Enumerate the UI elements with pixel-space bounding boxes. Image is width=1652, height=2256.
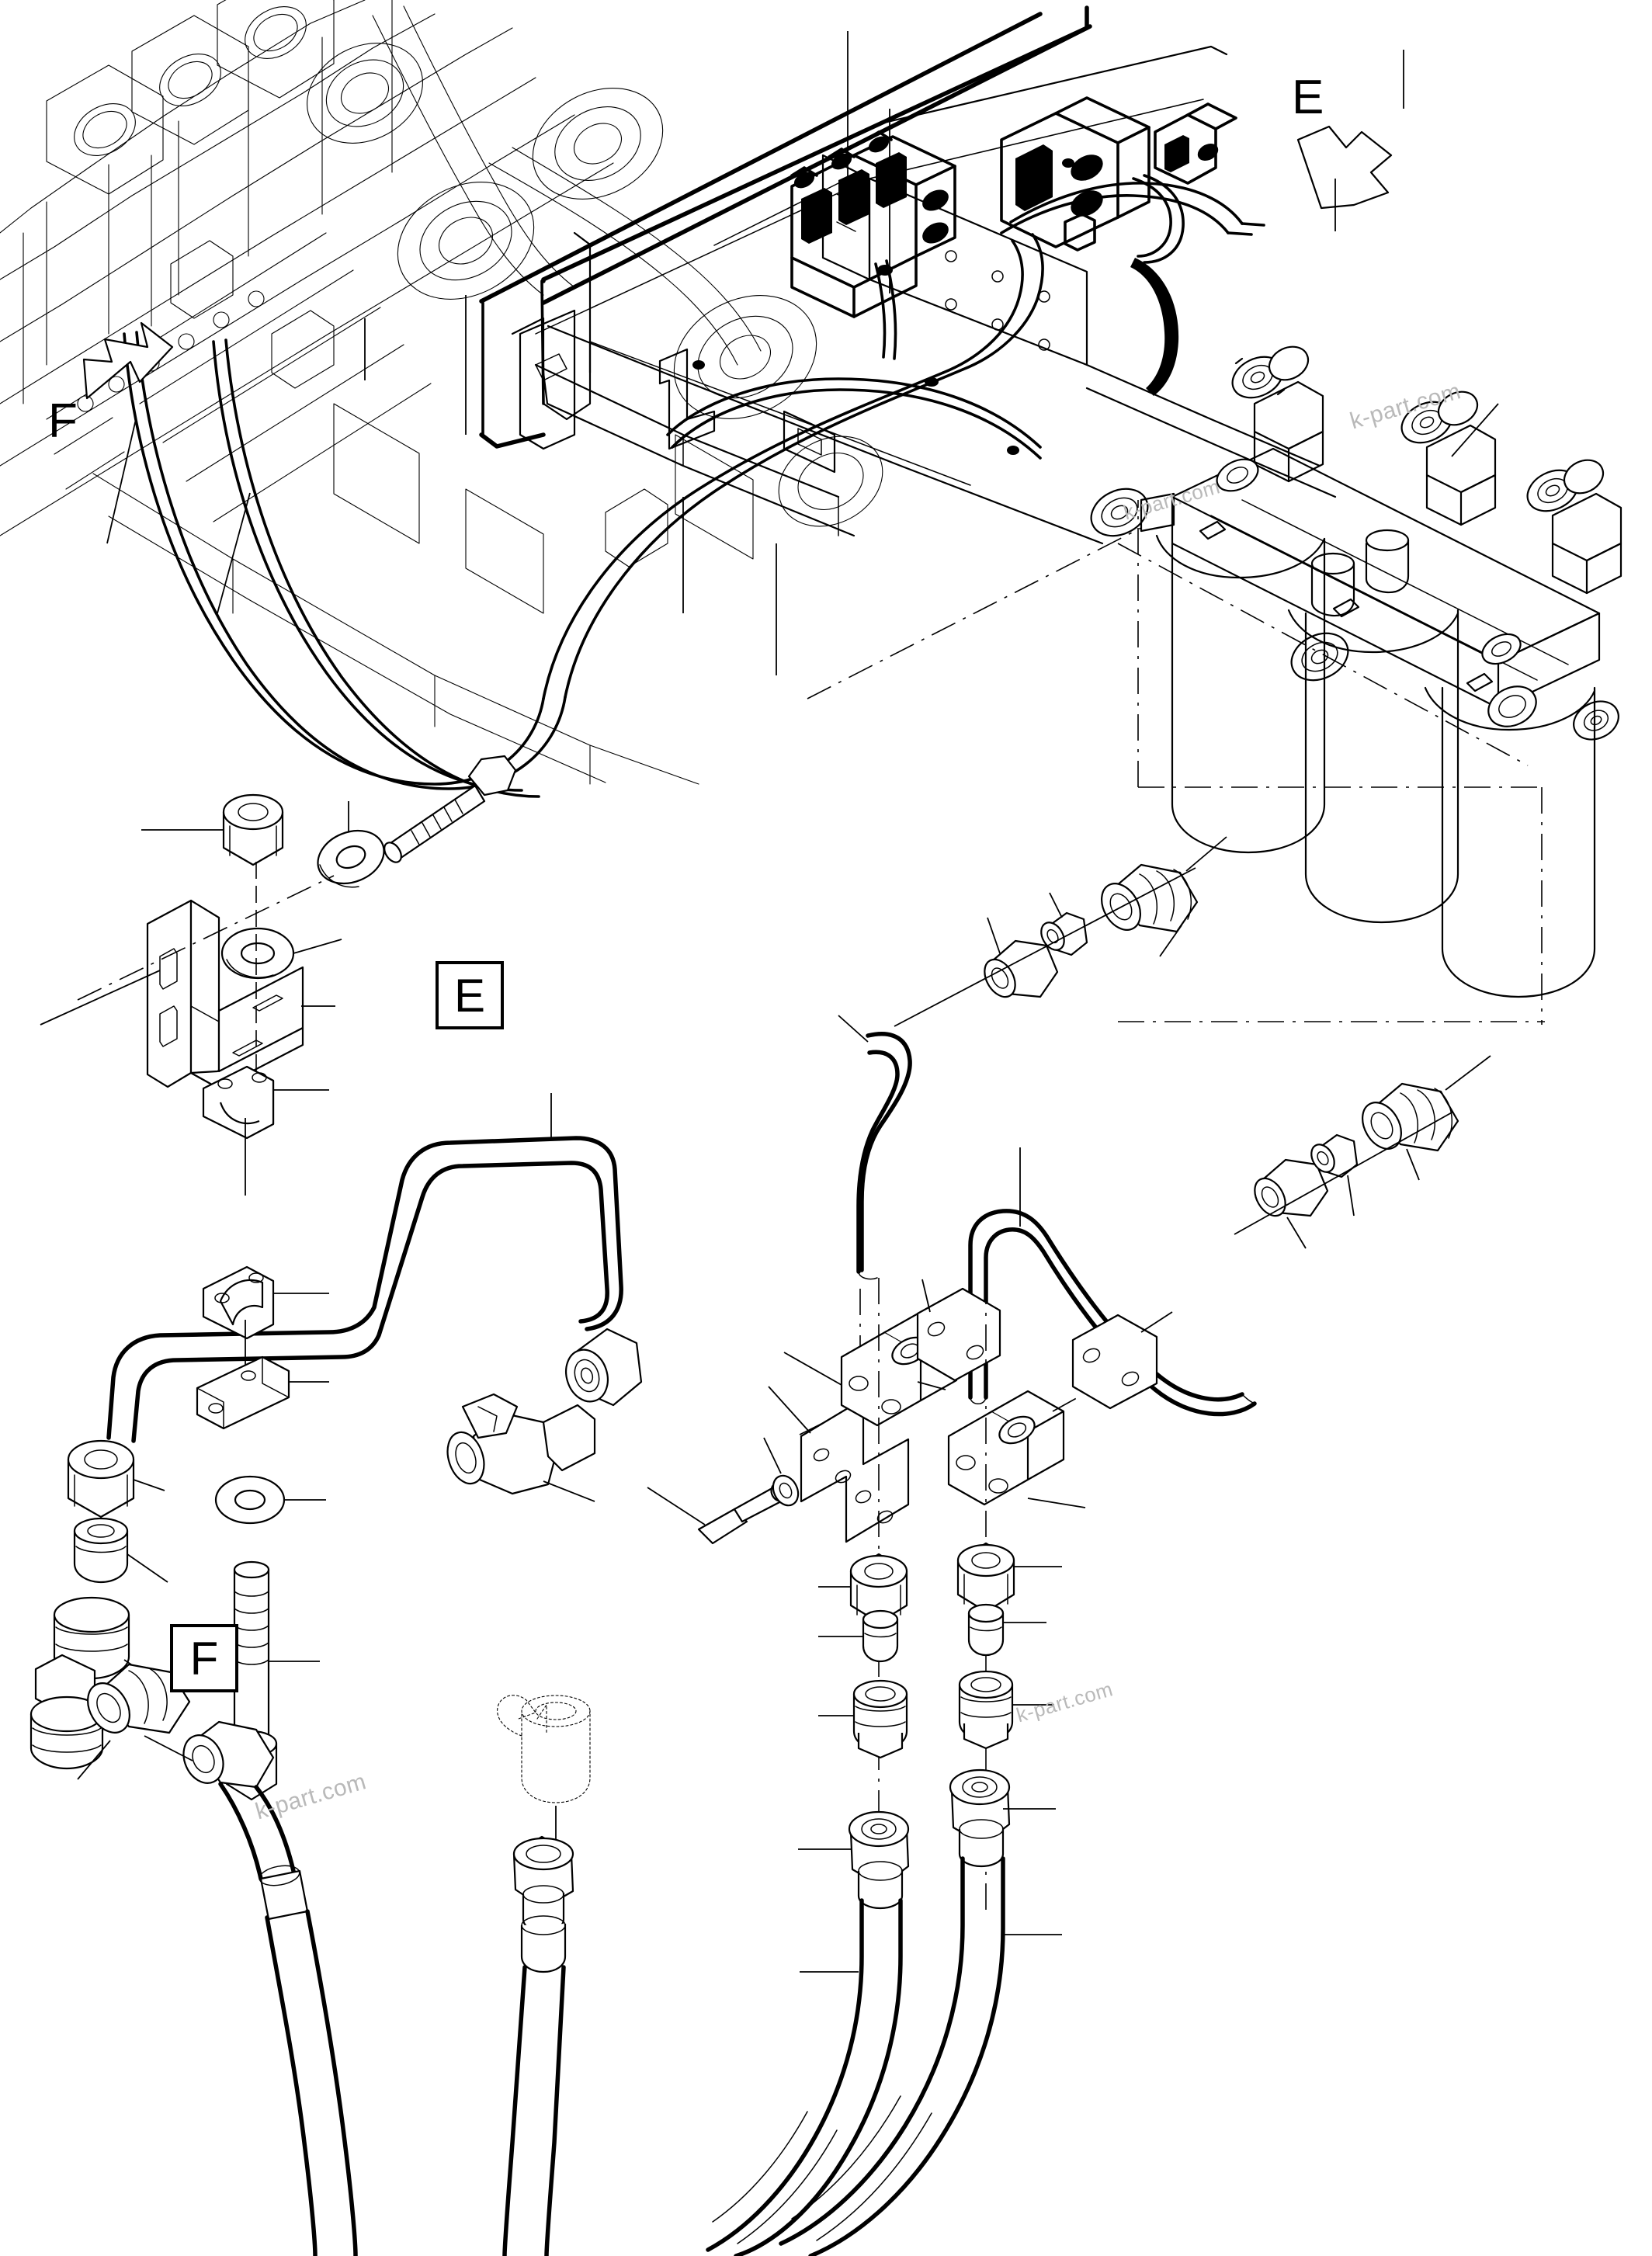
leader-hex-nut-right: [1286, 1217, 1307, 1249]
center-column-view: [647, 836, 1491, 2256]
part-mount-plate-2hole-right: [1071, 1314, 1158, 1410]
leader-elbow-fitting-e: [543, 1480, 595, 1502]
frame-deck-structure: [511, 45, 1337, 545]
part-hex-nut-upper-right: [984, 939, 1059, 998]
axis-right-fittings: [1234, 1111, 1454, 1235]
part-elbow-fitting-e: [446, 1393, 596, 1495]
section-label-f: F: [48, 394, 78, 448]
part-hose-assembly-f-left: [182, 1720, 358, 2256]
leader-mount-plate-2hole-right: [1140, 1311, 1173, 1333]
leader-adapter-f: [77, 1740, 111, 1780]
part-adapter-stack-right: [958, 1670, 1014, 1750]
part-clamp-backing-plate: [196, 1355, 290, 1430]
leader-sleeve-ferrule-e: [127, 1553, 168, 1583]
part-hose-assembly-f-center: [502, 1835, 574, 2256]
leader-hex-nut-upper-right: [987, 917, 1001, 954]
leader-union-nut-e: [133, 1479, 165, 1491]
leader-adapter-upper-right: [1159, 925, 1182, 957]
detail-box-f: F: [170, 1624, 238, 1692]
part-phantom-fitting-f: [497, 1695, 591, 1803]
leader-small-washer-center: [763, 1437, 782, 1474]
part-hose-nut-left: [706, 1810, 910, 2256]
axis-upper-right-fittings: [894, 867, 1196, 1027]
part-tube-clamp-upper: [202, 1065, 275, 1140]
part-mount-plate-4hole: [800, 1397, 910, 1543]
part-adapter-upper-right: [1101, 863, 1199, 933]
part-flat-washer-mid-e: [214, 1475, 286, 1525]
part-straight-adapter-e: [30, 1596, 130, 1770]
section-label-e: E: [1292, 71, 1324, 124]
part-bent-tube-s: [968, 1209, 1257, 1417]
leader-adapter-upper-right-2: [1185, 836, 1227, 872]
leader-socket-bolt-center: [647, 1487, 706, 1525]
leader-adapter-right-2: [1445, 1055, 1491, 1091]
part-adapter-right: [1362, 1082, 1459, 1152]
frame-rails: [479, 5, 1092, 449]
section-arrow-e: [1296, 125, 1393, 210]
leader-mount-plate-2hole-upper: [921, 1279, 931, 1313]
part-hose-nut-right: [779, 1768, 1011, 2256]
centerline-plate-left: [799, 1418, 831, 1435]
leader-clamp-block-left: [783, 1352, 842, 1386]
leader-ferrule-upper-right: [1049, 892, 1063, 918]
part-adapter-f: [87, 1663, 191, 1734]
centerline-plate-right: [1052, 1395, 1081, 1412]
leader-angle-bracket: [40, 970, 161, 1026]
part-tube-clamp-lower: [202, 1265, 275, 1340]
leader-mount-plate-2hole-upper-2: [917, 1381, 946, 1390]
part-hex-nut-stack-left: [849, 1553, 908, 1624]
part-angle-bracket: [146, 899, 304, 1090]
centerline-bracket-axis: [77, 875, 335, 1001]
machine-hydraulic-lines: [123, 158, 1265, 798]
part-ferrule-stack-left: [862, 1609, 899, 1663]
part-ferrule-upper-right: [1040, 911, 1088, 956]
leader-adapter-right: [1406, 1148, 1420, 1181]
triple-filter-assembly: [1090, 345, 1622, 998]
detail-e-view: [30, 755, 643, 1801]
leader-bent-tube-short: [838, 1015, 869, 1043]
detail-box-e: E: [436, 961, 504, 1029]
section-arrow-f: [82, 321, 174, 400]
part-sleeve-ferrule-e: [73, 1517, 129, 1584]
leader-flat-washer-bracket: [293, 939, 342, 954]
part-hex-nut-right: [1254, 1158, 1329, 1217]
part-small-washer-center: [772, 1474, 800, 1507]
control-valve-bank: [790, 96, 1237, 318]
part-mount-plate-2hole-upper: [916, 1287, 1001, 1382]
part-union-nut-e: [67, 1439, 135, 1518]
part-hex-nut-stack-right: [956, 1542, 1015, 1613]
section-arrows: [82, 125, 1393, 400]
leader-clamp-block-right: [1027, 1498, 1086, 1508]
part-bent-steel-tube: [106, 1136, 623, 1443]
leader-ferrule-right: [1347, 1175, 1355, 1217]
part-bent-tube-short: [856, 1032, 912, 1280]
leader-mount-plate-4hole: [768, 1386, 811, 1434]
projection-lines: [807, 500, 1545, 1025]
part-clamp-block-right: [947, 1390, 1065, 1506]
part-ferrule-right: [1310, 1133, 1359, 1178]
leader-hose-assembly-f-left: [144, 1735, 193, 1761]
part-flat-washer-upper: [317, 829, 385, 888]
machine-overview-view: [0, 0, 1622, 1025]
part-ferrule-stack-right: [967, 1603, 1005, 1657]
part-tube-union-nut-e: [565, 1328, 643, 1407]
part-hex-lock-nut: [222, 793, 284, 866]
detail-f-view: [77, 1663, 591, 2256]
engine-block-drawing: [0, 0, 883, 785]
part-flat-washer-bracket: [220, 927, 295, 980]
part-hex-bolt-long: [384, 755, 517, 863]
overview-leaders: [106, 31, 1499, 675]
part-adapter-stack-left: [852, 1679, 908, 1759]
